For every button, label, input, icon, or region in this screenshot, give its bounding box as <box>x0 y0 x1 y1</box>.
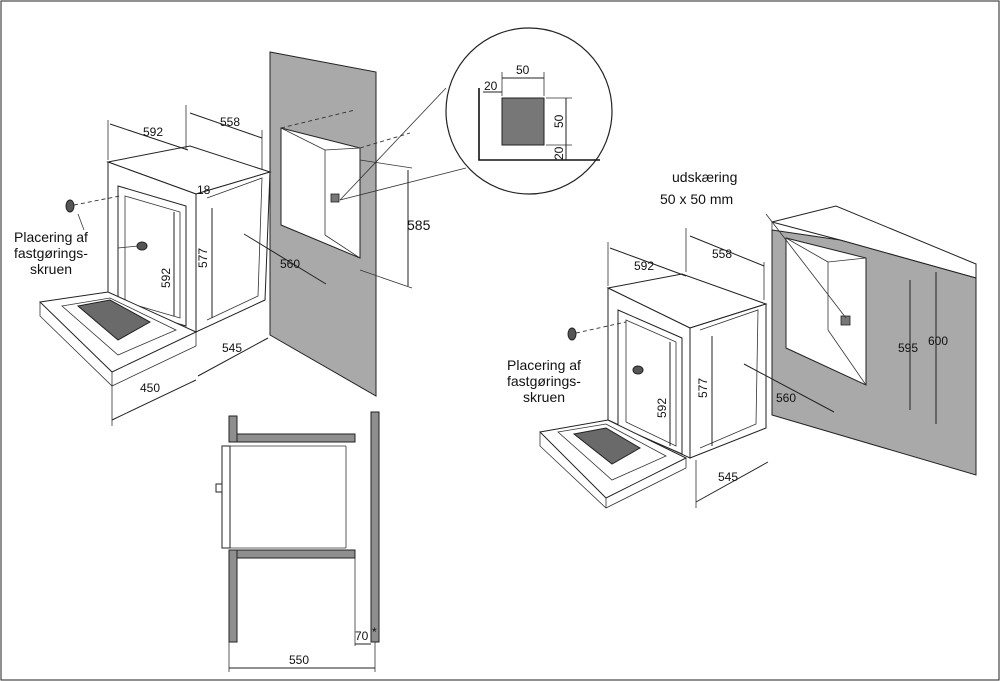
detail-square <box>501 97 545 146</box>
right-screw-label-3: skruen <box>523 389 565 405</box>
cutout-label-1: udskæring <box>672 169 737 185</box>
detail-size-w: 50 <box>516 63 530 77</box>
right-dim-cut-outer: 600 <box>928 334 948 348</box>
left-screw-label-3: skruen <box>30 261 72 277</box>
side-view-drawing <box>215 411 380 672</box>
screw-icon-2 <box>136 241 148 251</box>
left-screw-label-1: Placering af <box>14 229 88 245</box>
door-window-right <box>572 427 641 465</box>
detail-offset-x: 20 <box>484 79 498 93</box>
back-wall <box>370 411 380 643</box>
cutout-label-2: 50 x 50 mm <box>660 191 733 207</box>
left-upright-top <box>228 415 238 443</box>
left-dim-cut-height: 585 <box>407 217 431 233</box>
right-dim-width: 592 <box>634 259 654 273</box>
left-upright-bottom <box>228 549 238 643</box>
left-screw-label-2: fastgørings- <box>14 245 88 261</box>
cutout-square <box>840 315 851 326</box>
left-dim-door-depth: 545 <box>222 341 242 355</box>
detail-offset-y: 20 <box>552 146 566 160</box>
screw-icon-right-2 <box>632 365 644 375</box>
screw-icon <box>65 195 121 213</box>
screw-icon-right <box>567 321 627 341</box>
side-depth: 550 <box>289 653 309 667</box>
right-dim-cut-inner: 595 <box>898 341 918 355</box>
bracket-square <box>330 193 340 203</box>
detail-size-h: 50 <box>552 114 566 128</box>
left-oven-drawing <box>38 51 413 426</box>
right-oven-drawing <box>538 205 977 509</box>
right-dim-height: 577 <box>696 378 710 398</box>
side-gap: 70 <box>355 629 369 643</box>
right-dim-depth: 558 <box>712 247 732 261</box>
left-dim-door-open: 450 <box>140 381 160 395</box>
left-dim-depth: 558 <box>220 115 240 129</box>
right-dim-door-height: 592 <box>655 398 669 418</box>
right-screw-label-2: fastgørings- <box>507 373 581 389</box>
oven-side-section <box>221 445 231 549</box>
right-dim-cut-depth: 560 <box>776 391 796 405</box>
lower-shelf <box>228 549 356 559</box>
right-dim-door-depth: 545 <box>718 470 738 484</box>
side-gap-mark: * <box>372 625 377 639</box>
upper-shelf <box>228 433 356 443</box>
left-dim-height: 577 <box>196 248 210 268</box>
left-dim-cut-depth: 560 <box>280 257 300 271</box>
right-screw-label-1: Placering af <box>507 357 581 373</box>
counter-top <box>771 205 977 279</box>
detail-zoom <box>339 27 613 201</box>
left-dim-door-height: 592 <box>159 268 173 288</box>
door-window <box>76 299 152 341</box>
left-dim-width: 592 <box>143 125 163 139</box>
left-dim-panel: 18 <box>197 183 211 197</box>
